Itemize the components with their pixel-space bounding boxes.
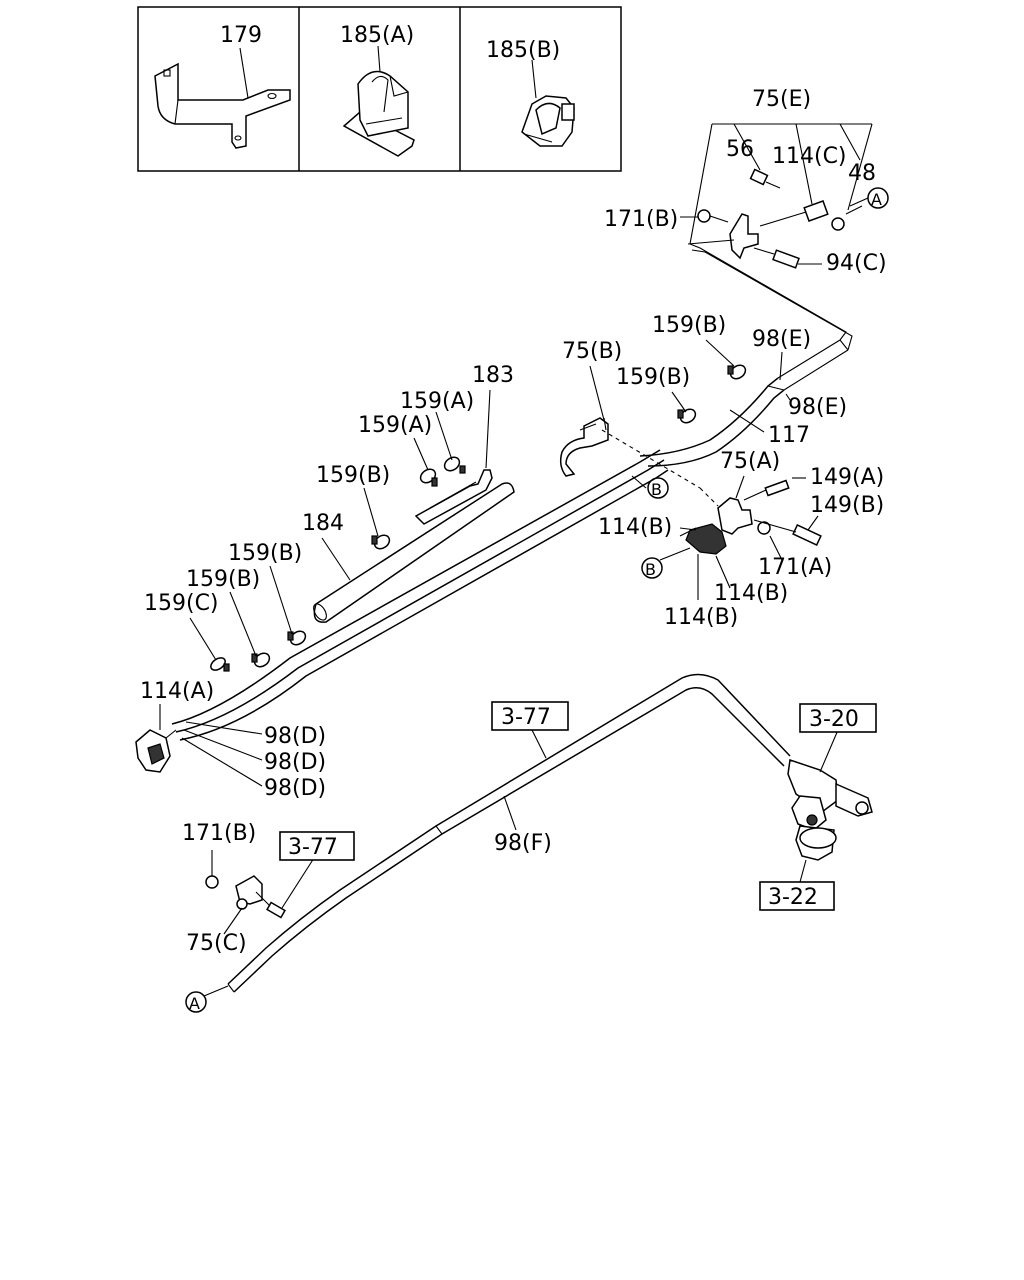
- connector-114b: [659, 523, 727, 561]
- svg-text:B: B: [645, 560, 656, 579]
- part-label-179: 179: [220, 23, 262, 48]
- part-label-94c: 94(C): [826, 251, 887, 276]
- part-label-75c: 75(C): [186, 931, 247, 956]
- part-label-75e: 75(E): [752, 87, 811, 112]
- part-label-149b: 149(B): [810, 493, 884, 518]
- svg-text:A: A: [189, 994, 200, 1013]
- part-label-98e-1: 98(E): [752, 327, 811, 352]
- svg-text:A: A: [871, 190, 882, 209]
- clamp-159b-5: [727, 364, 747, 380]
- part-label-114b-1: 114(B): [598, 515, 672, 540]
- part-label-159a-2: 159(A): [358, 413, 432, 438]
- part-label-185a: 185(A): [340, 23, 414, 48]
- clamp-159c: [210, 657, 230, 672]
- part-label-98e-2: 98(E): [788, 395, 847, 420]
- bracket-75a: [717, 479, 822, 547]
- part-label-171a: 171(A): [758, 555, 832, 580]
- inset-panel: 179 185(A) 185(B): [137, 6, 622, 172]
- part-label-159b-left-1: 159(B): [228, 541, 302, 566]
- ref-box-3-77-bottom[interactable]: 3-77: [279, 831, 355, 861]
- part-label-171b-bottom: 171(B): [182, 821, 256, 846]
- part-label-159b-183: 159(B): [316, 463, 390, 488]
- part-label-149a: 149(A): [810, 465, 884, 490]
- clamp-159b-2: [287, 630, 307, 646]
- clip-185a: [342, 70, 415, 157]
- part-label-171b-top: 171(B): [604, 207, 678, 232]
- bracket-75c: [205, 875, 286, 919]
- part-label-117: 117: [768, 423, 810, 448]
- part-label-75b: 75(B): [562, 339, 622, 364]
- ref-box-3-20[interactable]: 3-20: [799, 703, 877, 733]
- svg-text:3-22: 3-22: [768, 885, 818, 910]
- canister-assembly: [787, 759, 873, 861]
- clamp-159b-3: [371, 534, 391, 550]
- part-label-114b-3: 114(B): [664, 605, 738, 630]
- part-label-48: 48: [848, 161, 876, 186]
- part-label-184: 184: [302, 511, 344, 536]
- svg-text:3-77: 3-77: [288, 835, 338, 860]
- marker-b-lower: B: [641, 557, 663, 579]
- svg-text:3-77: 3-77: [501, 705, 551, 730]
- part-label-98f: 98(F): [494, 831, 552, 856]
- svg-text:3-20: 3-20: [809, 707, 859, 732]
- clamp-159a-1: [419, 468, 438, 487]
- upper-connector-group: [687, 168, 863, 269]
- ref-box-3-22[interactable]: 3-22: [759, 881, 835, 911]
- upper-line-assembly: [135, 168, 863, 773]
- part-labels: 75(E) 56 114(C) 48 171(B) 94(C) 159(B) 9…: [140, 87, 887, 956]
- part-label-159b-top: 159(B): [652, 313, 726, 338]
- leader-lines: [159, 123, 873, 997]
- part-label-114b-2: 114(B): [714, 581, 788, 606]
- clip-185b: [521, 95, 575, 147]
- bracket-179: [154, 62, 291, 149]
- part-label-183: 183: [472, 363, 514, 388]
- part-label-159b-mid: 159(B): [616, 365, 690, 390]
- part-label-98d-2: 98(D): [264, 750, 326, 775]
- part-label-159c: 159(C): [144, 591, 219, 616]
- ref-box-3-77-top[interactable]: 3-77: [491, 701, 569, 731]
- clamp-159a-2: [443, 456, 466, 474]
- part-label-159b-left-2: 159(B): [186, 567, 260, 592]
- part-label-114c: 114(C): [772, 144, 847, 169]
- marker-a-top: A: [867, 187, 889, 209]
- clamp-159b-4: [677, 408, 697, 424]
- part-label-185b: 185(B): [486, 38, 560, 63]
- marker-b-upper: B: [647, 477, 669, 499]
- hose-184: [313, 482, 515, 623]
- part-label-98d-3: 98(D): [264, 776, 326, 801]
- part-label-159a-1: 159(A): [400, 389, 474, 414]
- part-label-75a: 75(A): [720, 449, 780, 474]
- clamp-159b-1: [251, 652, 271, 668]
- marker-a-bottom: A: [185, 991, 207, 1013]
- bracket-183: [414, 469, 493, 525]
- part-label-98d-1: 98(D): [264, 724, 326, 749]
- svg-text:B: B: [651, 480, 662, 499]
- part-label-56: 56: [726, 137, 754, 162]
- bracket-75b: [559, 417, 609, 477]
- part-label-114a: 114(A): [140, 679, 214, 704]
- connector-114a: [135, 729, 177, 773]
